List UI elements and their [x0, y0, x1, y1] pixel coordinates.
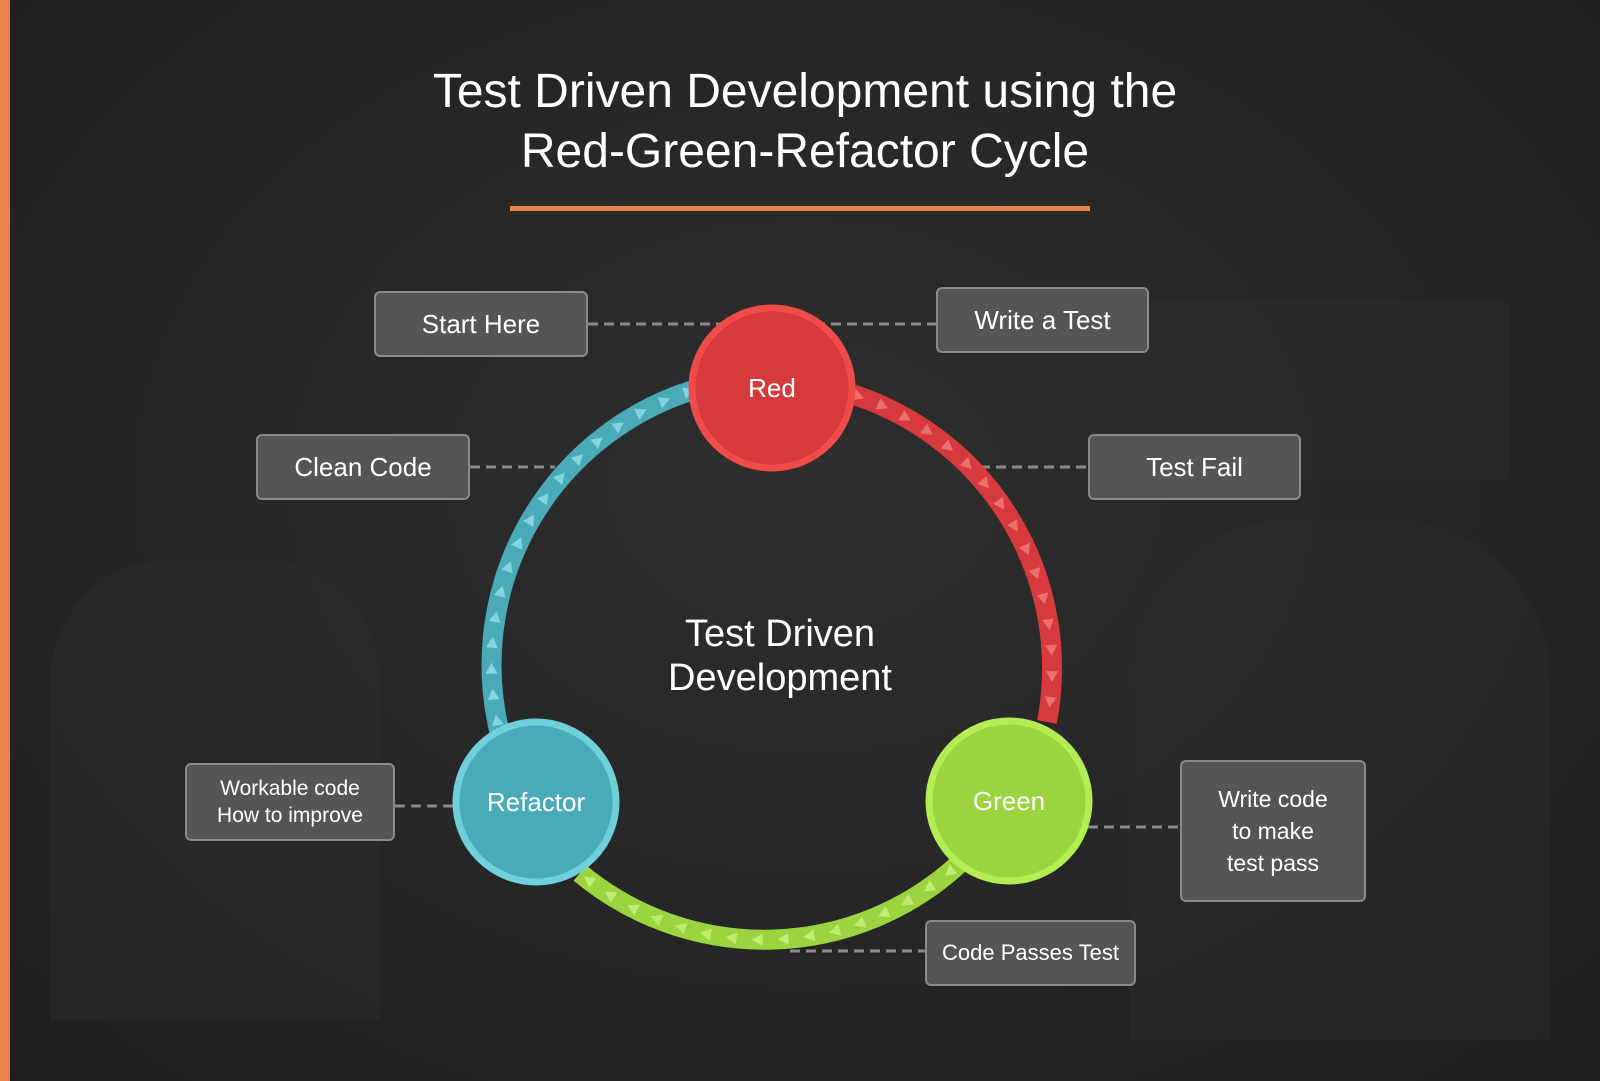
flow-arrow-icon	[537, 492, 549, 506]
flow-arrow-icon	[1028, 567, 1041, 580]
refactor-node	[452, 718, 620, 886]
center-label: Test Driven Development	[668, 613, 892, 699]
diagram-canvas: Test Driven Development using the Red-Gr…	[10, 0, 1600, 1081]
flow-arrow-icon	[700, 928, 713, 941]
write-a-test-box: Write a Test	[936, 287, 1149, 353]
flow-arrow-icon	[993, 496, 1005, 510]
start-here-box: Start Here	[374, 291, 588, 357]
flow-arrow-icon	[940, 439, 954, 451]
flow-arrow-icon	[1006, 519, 1018, 532]
title-underline	[510, 206, 1090, 211]
title-line-2: Red-Green-Refactor Cycle	[520, 125, 1090, 178]
flow-arrow-icon	[898, 409, 911, 421]
red-node-label: Red	[748, 373, 796, 403]
write-code-pass-box: Write code to make test pass	[1180, 760, 1366, 902]
flow-arrow-icon	[493, 585, 506, 598]
flow-arrow-icon	[944, 864, 958, 877]
flow-arrow-icon	[604, 891, 618, 903]
flow-arrow-icon	[777, 932, 789, 945]
flow-arrow-icon	[725, 932, 738, 945]
flow-arrow-icon	[878, 906, 891, 918]
flow-arrow-icon	[803, 929, 816, 942]
flow-arrow-icon	[920, 423, 933, 435]
flow-arrow-icon	[977, 476, 989, 489]
workable-code-box: Workable code How to improve	[185, 763, 395, 841]
flow-arrow-icon	[1044, 696, 1057, 708]
flow-arrow-icon	[875, 398, 888, 410]
flow-arrow-icon	[583, 876, 597, 888]
flow-arrow-icon	[485, 636, 498, 649]
flow-arrow-icon	[488, 611, 501, 623]
title-line-1: Test Driven Development using the	[432, 65, 1178, 118]
flow-arrow-icon	[492, 714, 504, 727]
flow-arrow-icon	[674, 923, 688, 935]
clean-code-box: Clean Code	[256, 434, 470, 500]
flow-arrow-icon	[511, 537, 523, 550]
flow-arrow-icon	[1046, 670, 1059, 683]
flow-arrow-icon	[627, 904, 640, 916]
flow-arrow-icon	[553, 472, 565, 486]
flow-arrow-icon	[1036, 592, 1049, 605]
flow-arrow-icon	[828, 923, 842, 936]
flow-arrow-icon	[590, 437, 603, 449]
code-passes-test-box: Code Passes Test	[925, 920, 1136, 986]
flow-arrow-icon	[1041, 618, 1054, 631]
flow-arrow-icon	[650, 915, 664, 927]
green-arc	[573, 855, 967, 950]
flow-arrow-icon	[901, 894, 915, 905]
flow-arrow-icon	[1018, 542, 1030, 556]
flow-arrow-icon	[570, 454, 583, 467]
flow-arrow-icon	[657, 397, 671, 409]
flow-arrow-icon	[485, 662, 498, 674]
green-node	[925, 717, 1093, 885]
cycle-diagram	[395, 304, 1180, 953]
page-title: Test Driven Development using the Red-Gr…	[10, 62, 1600, 182]
green-node-label: Green	[972, 786, 1046, 816]
red-node	[688, 304, 856, 472]
flow-arrow-icon	[487, 688, 500, 701]
flow-arrow-icon	[923, 880, 937, 892]
flow-arrow-icon	[1045, 644, 1058, 657]
flow-arrow-icon	[853, 916, 867, 928]
flow-arrow-icon	[959, 456, 972, 469]
flow-arrow-icon	[611, 422, 624, 434]
flow-arrow-icon	[523, 514, 534, 528]
flow-arrow-icon	[751, 933, 763, 946]
test-fail-box: Test Fail	[1088, 434, 1301, 500]
flow-arrow-icon	[501, 561, 513, 574]
refactor-node-label: Refactor	[486, 787, 586, 817]
flow-arrow-icon	[633, 409, 647, 420]
